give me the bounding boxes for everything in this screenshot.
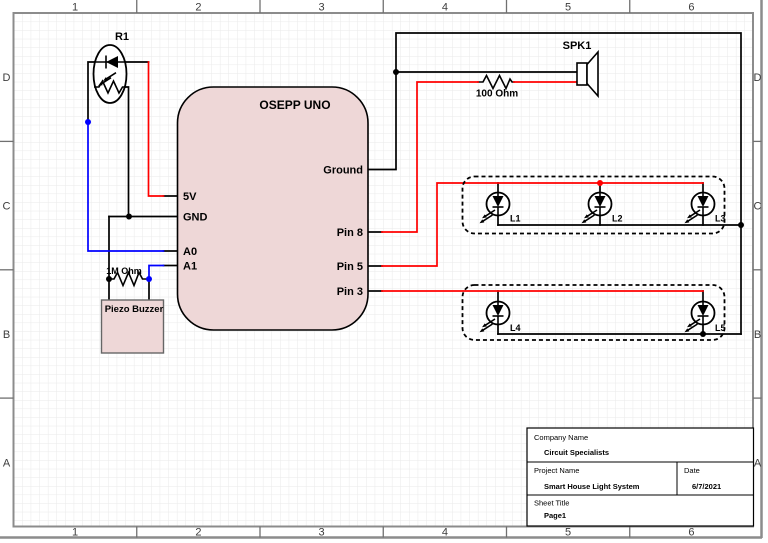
ruler-row-right-A: A bbox=[754, 457, 762, 469]
ruler-col-bot-5: 5 bbox=[565, 527, 571, 539]
ruler-col-top-5: 5 bbox=[565, 2, 571, 14]
wire-5v-feed[interactable] bbox=[147, 61, 165, 197]
speaker-label: SPK1 bbox=[563, 40, 592, 52]
junction-gnd bbox=[126, 213, 132, 220]
led-group1-box[interactable] bbox=[461, 175, 726, 235]
junction-dots bbox=[85, 69, 744, 337]
title-block-sheet-label: Sheet Title bbox=[534, 499, 569, 508]
ruler-col-bot-1: 1 bbox=[72, 527, 78, 539]
junction-a0 bbox=[85, 119, 91, 125]
ruler-row-right-D: D bbox=[754, 72, 762, 84]
uno-pin-8: Pin 8 bbox=[337, 227, 363, 239]
uno-pin-a1: A1 bbox=[183, 261, 197, 273]
led-l5[interactable]: L5 bbox=[685, 302, 726, 334]
wire-r1-to-gnd[interactable] bbox=[125, 86, 130, 218]
uno-board[interactable]: OSEPP UNO 5V GND A0 A1 Ground Pin 8 Pin … bbox=[176, 86, 369, 331]
ruler-row-right-C: C bbox=[754, 201, 762, 213]
title-block-project-value: Smart House Light System bbox=[544, 482, 640, 491]
wire-pin8-to-resistor[interactable] bbox=[381, 81, 479, 233]
junction-led-rail1 bbox=[597, 180, 603, 186]
junction-1m-left bbox=[106, 276, 112, 282]
led-l4[interactable]: L4 bbox=[480, 302, 521, 334]
ruler-col-top-1: 1 bbox=[72, 2, 78, 14]
ruler-col-bot-4: 4 bbox=[442, 527, 448, 539]
photoresistor-label: R1 bbox=[115, 31, 129, 43]
uno-pin-gnd: GND bbox=[183, 212, 208, 224]
uno-pin-5v: 5V bbox=[183, 191, 197, 203]
title-block-project-label: Project Name bbox=[534, 466, 579, 475]
uno-title: OSEPP UNO bbox=[259, 98, 330, 112]
led-group2-box[interactable] bbox=[461, 284, 726, 341]
wire-a1-feed[interactable] bbox=[148, 264, 165, 280]
ruler-col-bot-3: 3 bbox=[319, 527, 325, 539]
title-block-date-value: 6/7/2021 bbox=[692, 482, 721, 491]
uno-pin-3: Pin 3 bbox=[337, 286, 363, 298]
ruler-labels: 1 2 3 4 5 6 1 2 3 4 5 6 D C B A D C B A bbox=[3, 2, 762, 539]
ruler-col-top-6: 6 bbox=[688, 2, 694, 14]
junction-a1 bbox=[146, 276, 152, 282]
led-l1-label: L1 bbox=[510, 214, 521, 224]
junction-return-rail1 bbox=[738, 222, 744, 228]
leds-layer: L1 L2 L3 L4 L5 bbox=[480, 193, 726, 334]
ruler-row-right-B: B bbox=[754, 329, 761, 341]
speaker-resistor-label: 100 Ohm bbox=[476, 89, 518, 100]
piezo-buzzer[interactable]: Piezo Buzzer bbox=[100, 299, 165, 354]
uno-pin-ground: Ground bbox=[323, 165, 363, 177]
title-block-company-label: Company Name bbox=[534, 433, 588, 442]
ruler-col-top-3: 3 bbox=[319, 2, 325, 14]
led-l2[interactable]: L2 bbox=[582, 193, 623, 224]
led-l4-label: L4 bbox=[510, 323, 521, 333]
photoresistor-r1[interactable]: R1 bbox=[92, 31, 130, 104]
wire-a0-feed[interactable] bbox=[87, 121, 165, 252]
ruler-row-left-B: B bbox=[3, 329, 10, 341]
piezo-buzzer-label: Piezo Buzzer bbox=[105, 304, 164, 315]
ruler-col-bot-6: 6 bbox=[688, 527, 694, 539]
wire-r1-left[interactable] bbox=[87, 61, 95, 123]
junction-speaker bbox=[393, 69, 399, 75]
led-l3-label: L3 bbox=[715, 214, 726, 224]
led-l3[interactable]: L3 bbox=[685, 193, 726, 224]
led-l1[interactable]: L1 bbox=[480, 193, 521, 224]
title-block-sheet-value: Page1 bbox=[544, 511, 566, 520]
ruler-col-bot-2: 2 bbox=[195, 527, 201, 539]
wire-ground-return[interactable] bbox=[367, 32, 742, 335]
uno-pin-5: Pin 5 bbox=[337, 261, 363, 273]
resistor-1m-zigzag[interactable] bbox=[108, 270, 150, 288]
title-block-company-value: Circuit Specialists bbox=[544, 448, 609, 457]
ruler-col-top-4: 4 bbox=[442, 2, 448, 14]
title-block-date-label: Date bbox=[684, 466, 700, 475]
ruler-row-left-D: D bbox=[3, 72, 11, 84]
ruler-col-top-2: 2 bbox=[195, 2, 201, 14]
uno-pin-a0: A0 bbox=[183, 246, 197, 258]
resistor-100-zigzag[interactable] bbox=[477, 73, 515, 91]
ruler-row-left-C: C bbox=[3, 201, 11, 213]
ruler-row-left-A: A bbox=[3, 457, 11, 469]
title-block[interactable]: Company Name Circuit Specialists Project… bbox=[526, 427, 755, 527]
led-l2-label: L2 bbox=[612, 214, 623, 224]
led-l5-label: L5 bbox=[715, 323, 726, 333]
speaker-spk1[interactable]: SPK1 bbox=[563, 40, 599, 99]
wire-pin5-led-rail1[interactable] bbox=[381, 182, 704, 267]
junction-return-rail2 bbox=[700, 331, 706, 337]
buzzer-resistor-label: 1M Ohm bbox=[106, 266, 142, 276]
